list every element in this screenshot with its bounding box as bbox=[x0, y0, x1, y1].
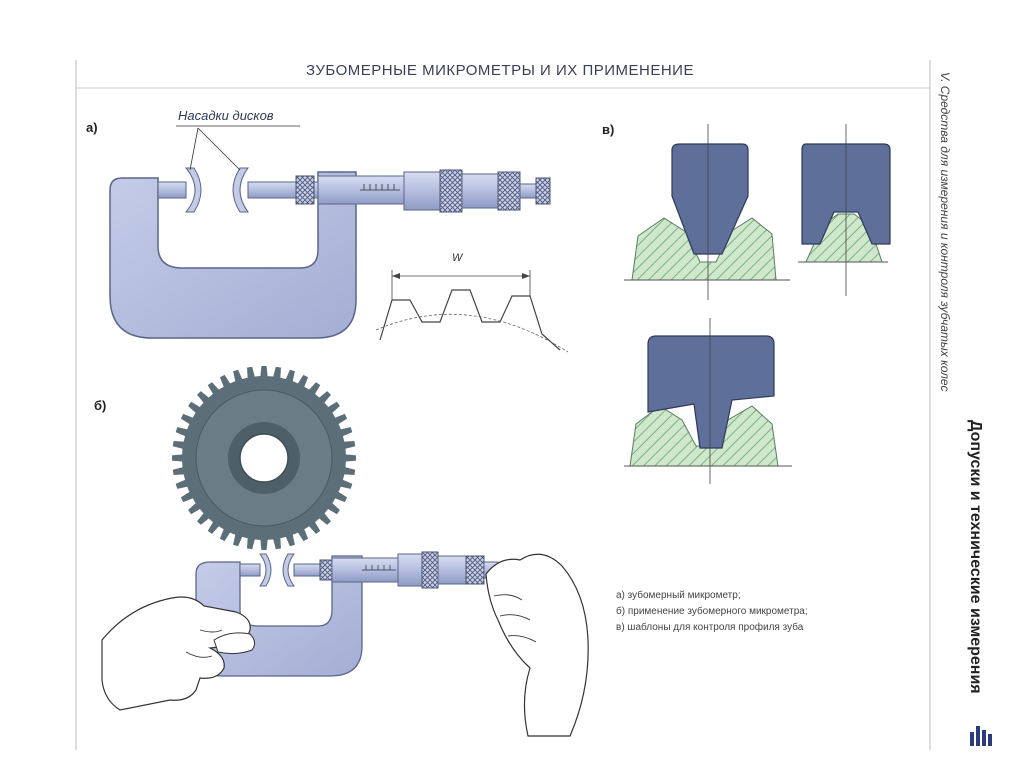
tooth-pitch-arc bbox=[375, 313, 569, 353]
publisher-logo bbox=[970, 726, 992, 746]
right-hand-finger-line-3 bbox=[507, 635, 537, 643]
legend-item-v: в) шаблоны для контроля профиля зуба bbox=[616, 622, 804, 633]
gear-bore bbox=[239, 433, 289, 483]
micrometer-b-ratchet bbox=[465, 555, 485, 585]
micrometer-b-lock bbox=[319, 559, 333, 581]
page-title: ЗУБОМЕРНЫЕ МИКРОМЕТРЫ И ИХ ПРИМЕНЕНИЕ bbox=[306, 62, 694, 79]
micrometer-b-anvil bbox=[239, 563, 261, 577]
panel-label-v: в) bbox=[602, 122, 615, 137]
right-hand bbox=[485, 553, 589, 737]
micrometer-a-ratchet-cap bbox=[535, 177, 551, 205]
template-2 bbox=[798, 124, 891, 296]
template-3-gauge bbox=[647, 335, 775, 449]
micrometer-a-barrel bbox=[461, 173, 499, 209]
micrometer-b-disc-right bbox=[282, 553, 295, 587]
micrometer-a-lock bbox=[295, 175, 315, 205]
micrometer-a bbox=[109, 125, 551, 339]
template-1-teeth bbox=[631, 217, 777, 281]
panel-label-b: б) bbox=[94, 398, 107, 413]
micrometer-a-scale bbox=[360, 184, 400, 191]
micrometer-b-thimble bbox=[397, 553, 423, 587]
template-3 bbox=[624, 318, 792, 484]
dimension-label: W bbox=[452, 252, 463, 264]
left-hand-finger-line-1 bbox=[199, 629, 223, 633]
section-title-vertical: V. Средства для измерения и контроля зуб… bbox=[938, 72, 952, 392]
micrometer-a-thimble bbox=[403, 171, 441, 211]
series-title-vertical: Допуски и технические измерения bbox=[967, 420, 984, 694]
micrometer-b-thimble-knurl bbox=[421, 551, 439, 589]
left-hand-thumb bbox=[213, 632, 256, 655]
micrometer-a-thimble-knurl bbox=[439, 169, 463, 213]
left-hand bbox=[101, 596, 256, 711]
micrometer-a-disc-left bbox=[184, 167, 202, 213]
micrometer-a-ratchet bbox=[497, 171, 521, 211]
tooth-measurement-sketch bbox=[375, 270, 569, 353]
micrometer-a-disc-right bbox=[232, 167, 249, 213]
right-hand-outline bbox=[485, 553, 589, 737]
micrometer-b-barrel bbox=[437, 555, 467, 585]
micrometer-b-disc-left bbox=[259, 553, 272, 587]
template-1-gauge bbox=[671, 143, 749, 255]
callout-leader-1 bbox=[189, 127, 199, 171]
micrometer-b-scale bbox=[362, 565, 396, 571]
right-hand-finger-line-2 bbox=[499, 614, 531, 621]
legend-item-b: б) применение зубомерного микрометра; bbox=[616, 606, 808, 617]
panel-label-a: а) bbox=[86, 120, 98, 135]
dimension-arrow-right bbox=[522, 273, 530, 279]
legend-item-a: а) зубомерный микрометр; bbox=[616, 590, 741, 601]
left-hand-finger-line-2 bbox=[185, 651, 213, 658]
micrometer-a-anvil bbox=[157, 181, 187, 199]
micrometer-a-ratchet-stem bbox=[519, 183, 537, 199]
right-hand-finger-line-1 bbox=[493, 594, 523, 601]
disc-attachments-callout: Насадки дисков bbox=[178, 108, 274, 123]
gear-b bbox=[172, 366, 356, 550]
micrometer-a-frame bbox=[109, 171, 357, 339]
legend: а) зубомерный микрометр; б) применение з… bbox=[616, 588, 808, 636]
dimension-arrow-left bbox=[392, 273, 400, 279]
callout-leader-2 bbox=[197, 127, 241, 171]
template-1 bbox=[624, 124, 790, 300]
